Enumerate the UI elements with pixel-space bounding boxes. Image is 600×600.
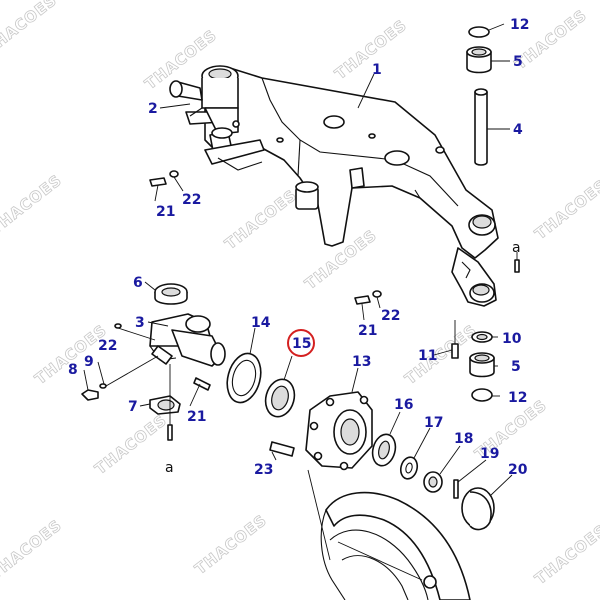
watermark: THACOES [511, 6, 590, 73]
watermark: THACOES [401, 321, 480, 388]
watermark: THACOES [331, 16, 410, 83]
steering-knuckle-upper [169, 65, 240, 139]
wheel-rim [320, 491, 471, 600]
callout-part-21: 21 [156, 204, 175, 220]
watermark: THACOES [0, 171, 65, 238]
mounting-bolts [114, 170, 520, 359]
watermark: THACOES [0, 516, 65, 583]
watermark: THACOES [91, 411, 170, 478]
callout-part-18: 18 [454, 431, 473, 447]
callout-part-4: 4 [513, 122, 523, 138]
watermark: THACOES [531, 521, 600, 588]
reference-letter-a: a [512, 240, 521, 256]
callout-part-20: 20 [508, 462, 528, 478]
callout-part-22: 22 [381, 308, 400, 324]
steering-knuckle-lower-group [81, 283, 226, 441]
callout-part-12: 12 [510, 17, 529, 33]
callout-part-22: 22 [98, 338, 117, 354]
callout-part-6: 6 [133, 275, 143, 291]
callout-part-3: 3 [135, 315, 145, 331]
leader-lines [83, 23, 518, 581]
kingpin-stack-lower [469, 331, 495, 402]
callout-part-10: 10 [502, 331, 522, 347]
watermark: THACOES [221, 186, 300, 253]
callout-part-21: 21 [187, 409, 206, 425]
callout-part-5: 5 [513, 54, 523, 70]
wheel-hub-group [226, 352, 495, 531]
callout-part-5: 5 [511, 359, 521, 375]
callout-part-16: 16 [394, 397, 413, 413]
callout-part-17: 17 [424, 415, 443, 431]
reference-letter-a: a [165, 460, 174, 476]
watermark: THACOES [191, 511, 270, 578]
callout-part-21: 21 [358, 323, 377, 339]
watermark: THACOES [31, 321, 110, 388]
callout-part-12: 12 [508, 390, 527, 406]
callout-part-9: 9 [84, 354, 94, 370]
callout-part-19: 19 [480, 446, 499, 462]
callout-part-11: 11 [418, 348, 437, 364]
callout-part-7: 7 [128, 399, 138, 415]
axle-housing-frame [204, 67, 499, 307]
kingpin-stack-upper [466, 26, 492, 166]
callout-part-14: 14 [251, 315, 271, 331]
callout-labels: 1 2 12 5 4 21 22 6 3 22 9 8 7 21 14 15 1… [68, 17, 529, 478]
callout-part-22: 22 [182, 192, 201, 208]
highlight-ring [287, 329, 315, 357]
callout-part-2: 2 [148, 101, 158, 117]
watermark: THACOES [0, 0, 60, 58]
callout-part-8: 8 [68, 362, 78, 378]
watermark: THACOES [531, 176, 600, 243]
callout-part-1: 1 [372, 62, 382, 78]
callout-part-13: 13 [352, 354, 371, 370]
callout-part-23: 23 [254, 462, 273, 478]
callout-part-15: 15 [292, 336, 311, 352]
